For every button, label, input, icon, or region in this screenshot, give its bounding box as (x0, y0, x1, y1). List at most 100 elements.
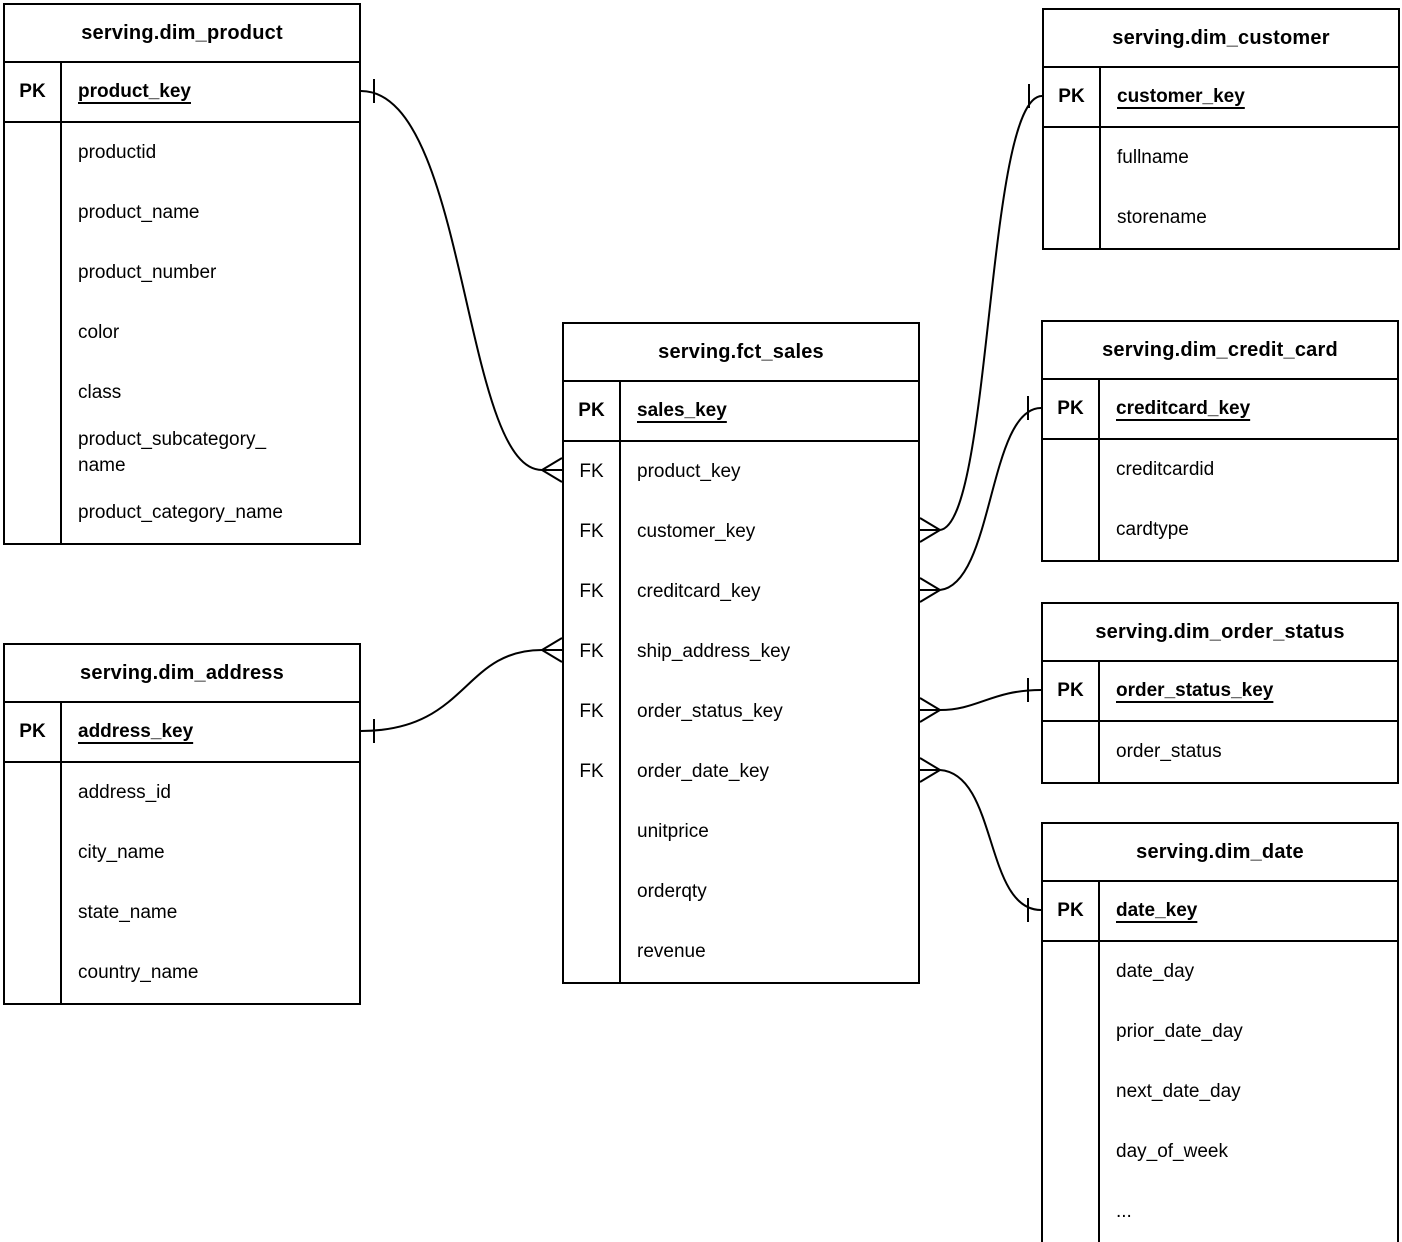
pk-label: PK (1043, 380, 1100, 440)
key-cell (564, 802, 621, 862)
pk-label: PK (5, 63, 62, 123)
relation-sales-date (919, 757, 1042, 922)
relation-address-sales (360, 637, 563, 743)
fk-label: FK (564, 682, 621, 742)
field-name: order_status_key (637, 701, 783, 723)
field-name: product_key (637, 461, 741, 483)
fk-label: FK (564, 442, 621, 502)
field-name: customer_key (637, 521, 756, 543)
crow-foot (919, 697, 941, 723)
field-name: order_date_key (637, 761, 770, 783)
fk-label: FK (564, 502, 621, 562)
key-cell (1043, 1122, 1100, 1182)
field-name: color (78, 322, 120, 344)
entity-dim-customer: serving.dim_customer PK customer_key ful… (1042, 8, 1400, 250)
field-name: country_name (78, 962, 199, 984)
pk-label: PK (5, 703, 62, 763)
pk-field-name: address_key (78, 721, 194, 743)
key-cell (1043, 1182, 1100, 1242)
fk-label: FK (564, 562, 621, 622)
key-cell (5, 243, 62, 303)
entity-title: serving.dim_date (1043, 824, 1397, 882)
key-cell (1043, 722, 1100, 782)
key-cell (1044, 188, 1101, 248)
field-name: product_category_name (78, 502, 283, 524)
crow-foot (919, 577, 941, 603)
pk-field-name: creditcard_key (1116, 398, 1251, 420)
entity-title: serving.dim_address (5, 645, 359, 703)
crow-foot (541, 637, 563, 663)
field-name: prior_date_day (1116, 1021, 1243, 1043)
field-name: cardtype (1116, 519, 1189, 541)
relation-sales-orderstatus (919, 678, 1042, 723)
crow-foot (919, 517, 941, 543)
entity-dim-date: serving.dim_date PK date_key date_day pr… (1041, 822, 1399, 1242)
key-cell (1043, 440, 1100, 500)
field-name: storename (1117, 207, 1207, 229)
field-name: address_id (78, 782, 171, 804)
fk-label: FK (564, 742, 621, 802)
field-name: productid (78, 142, 157, 164)
entity-dim-credit-card: serving.dim_credit_card PK creditcard_ke… (1041, 320, 1399, 562)
entity-title: serving.dim_credit_card (1043, 322, 1397, 380)
key-cell (5, 763, 62, 823)
key-cell (5, 303, 62, 363)
fk-label: FK (564, 622, 621, 682)
key-cell (1043, 500, 1100, 560)
field-name: state_name (78, 902, 178, 924)
pk-label: PK (1044, 68, 1101, 128)
key-cell (1044, 128, 1101, 188)
field-name: unitprice (637, 821, 709, 843)
pk-field-name: date_key (1116, 900, 1198, 922)
crow-foot (541, 457, 563, 483)
pk-label: PK (1043, 662, 1100, 722)
field-name: order_status (1116, 741, 1222, 763)
pk-field-name: customer_key (1117, 86, 1245, 108)
field-name: day_of_week (1116, 1141, 1228, 1163)
pk-field-name: order_status_key (1116, 680, 1274, 702)
entity-fct-sales: serving.fct_sales PK sales_key FK produc… (562, 322, 920, 984)
field-name: next_date_day (1116, 1081, 1241, 1103)
field-name: product_number (78, 262, 217, 284)
relation-product-sales (360, 79, 563, 483)
key-cell (564, 862, 621, 922)
entity-title: serving.dim_customer (1044, 10, 1398, 68)
key-cell (5, 183, 62, 243)
key-cell (5, 883, 62, 943)
field-name: creditcardid (1116, 459, 1215, 481)
entity-dim-address: serving.dim_address PK address_key addre… (3, 643, 361, 1005)
entity-title: serving.dim_product (5, 5, 359, 63)
field-name: product_name (78, 202, 200, 224)
key-cell (1043, 942, 1100, 1002)
key-cell (5, 423, 62, 483)
field-name: date_day (1116, 961, 1195, 983)
entity-dim-order-status: serving.dim_order_status PK order_status… (1041, 602, 1399, 784)
key-cell (5, 483, 62, 543)
relation-sales-customer (919, 84, 1043, 543)
field-name: revenue (637, 941, 706, 963)
field-name: ship_address_key (637, 641, 791, 663)
entity-dim-product: serving.dim_product PK product_key produ… (3, 3, 361, 545)
key-cell (5, 123, 62, 183)
pk-label: PK (1043, 882, 1100, 942)
key-cell (564, 922, 621, 982)
field-name: creditcard_key (637, 581, 761, 603)
field-name: product_subcategory_ name (78, 429, 267, 476)
entity-title: serving.dim_order_status (1043, 604, 1397, 662)
pk-field-name: product_key (78, 81, 191, 103)
field-name: fullname (1117, 147, 1189, 169)
key-cell (5, 943, 62, 1003)
key-cell (5, 363, 62, 423)
field-name: orderqty (637, 881, 707, 903)
relation-sales-creditcard (919, 396, 1042, 603)
field-name: city_name (78, 842, 165, 864)
pk-field-name: sales_key (637, 400, 727, 422)
key-cell (1043, 1002, 1100, 1062)
entity-title: serving.fct_sales (564, 324, 918, 382)
key-cell (5, 823, 62, 883)
pk-label: PK (564, 382, 621, 442)
crow-foot (919, 757, 941, 783)
field-name: ... (1116, 1201, 1132, 1223)
